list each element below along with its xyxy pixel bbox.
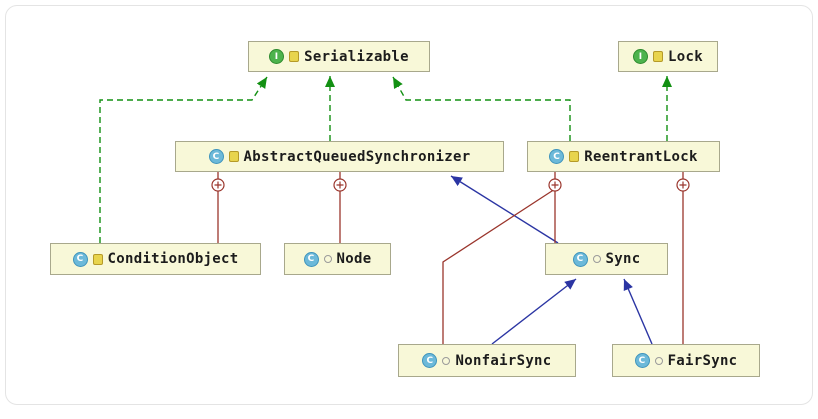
class-icon: C	[634, 353, 650, 368]
public-visibility-icon	[92, 253, 103, 265]
inner-class-plus-icon	[676, 178, 690, 192]
package-private-visibility-icon	[592, 255, 601, 263]
node-label: Sync	[605, 251, 641, 267]
node-label: ConditionObject	[107, 251, 239, 267]
edge-sync-extends-aqs	[450, 175, 559, 244]
edge-nonfairsync-extends-sync	[491, 278, 577, 345]
inner-class-plus-icon	[211, 178, 225, 192]
public-visibility-icon	[653, 51, 664, 62]
class-icon: C	[208, 149, 224, 164]
class-icon: C	[549, 149, 565, 164]
diagram-node-node[interactable]: C Node	[284, 243, 391, 275]
node-label: FairSync	[667, 352, 738, 369]
interface-icon: I	[633, 49, 649, 64]
diagram-node-serializable[interactable]: I Serializable	[248, 41, 430, 72]
package-private-visibility-icon	[323, 255, 332, 263]
inner-class-plus-icon	[333, 178, 347, 192]
diagram-node-lock[interactable]: I Lock	[618, 41, 718, 72]
edge-reentrantlock-implements-serializable	[392, 76, 571, 141]
diagram-node-abstractqueuedsynchronizer[interactable]: C AbstractQueuedSynchronizer	[175, 141, 504, 172]
edge-conditionobject-implements-serializable	[99, 76, 268, 243]
node-label: Node	[336, 251, 372, 267]
diagram-node-fairsync[interactable]: C FairSync	[612, 344, 760, 377]
node-label: ReentrantLock	[584, 148, 698, 165]
package-private-visibility-icon	[654, 356, 663, 365]
diagram-node-sync[interactable]: C Sync	[545, 243, 668, 275]
public-visibility-icon	[228, 151, 239, 162]
diagram-node-conditionobject[interactable]: C ConditionObject	[50, 243, 261, 275]
class-icon: C	[303, 251, 319, 267]
class-icon: C	[72, 251, 88, 267]
node-label: NonfairSync	[455, 352, 552, 369]
class-icon: C	[572, 251, 588, 267]
node-label: Lock	[668, 48, 703, 65]
diagram-node-nonfairsync[interactable]: C NonfairSync	[398, 344, 576, 377]
edge-reentrantlock-inner-nonfairsync	[442, 188, 556, 344]
public-visibility-icon	[569, 151, 580, 162]
node-label: Serializable	[304, 48, 409, 65]
package-private-visibility-icon	[442, 356, 451, 365]
diagram-node-reentrantlock[interactable]: C ReentrantLock	[527, 141, 720, 172]
inner-class-plus-icon	[548, 178, 562, 192]
edge-fairsync-extends-sync	[623, 278, 653, 345]
class-icon: C	[422, 353, 438, 368]
interface-icon: I	[269, 49, 285, 64]
public-visibility-icon	[289, 51, 300, 62]
node-label: AbstractQueuedSynchronizer	[243, 148, 471, 165]
